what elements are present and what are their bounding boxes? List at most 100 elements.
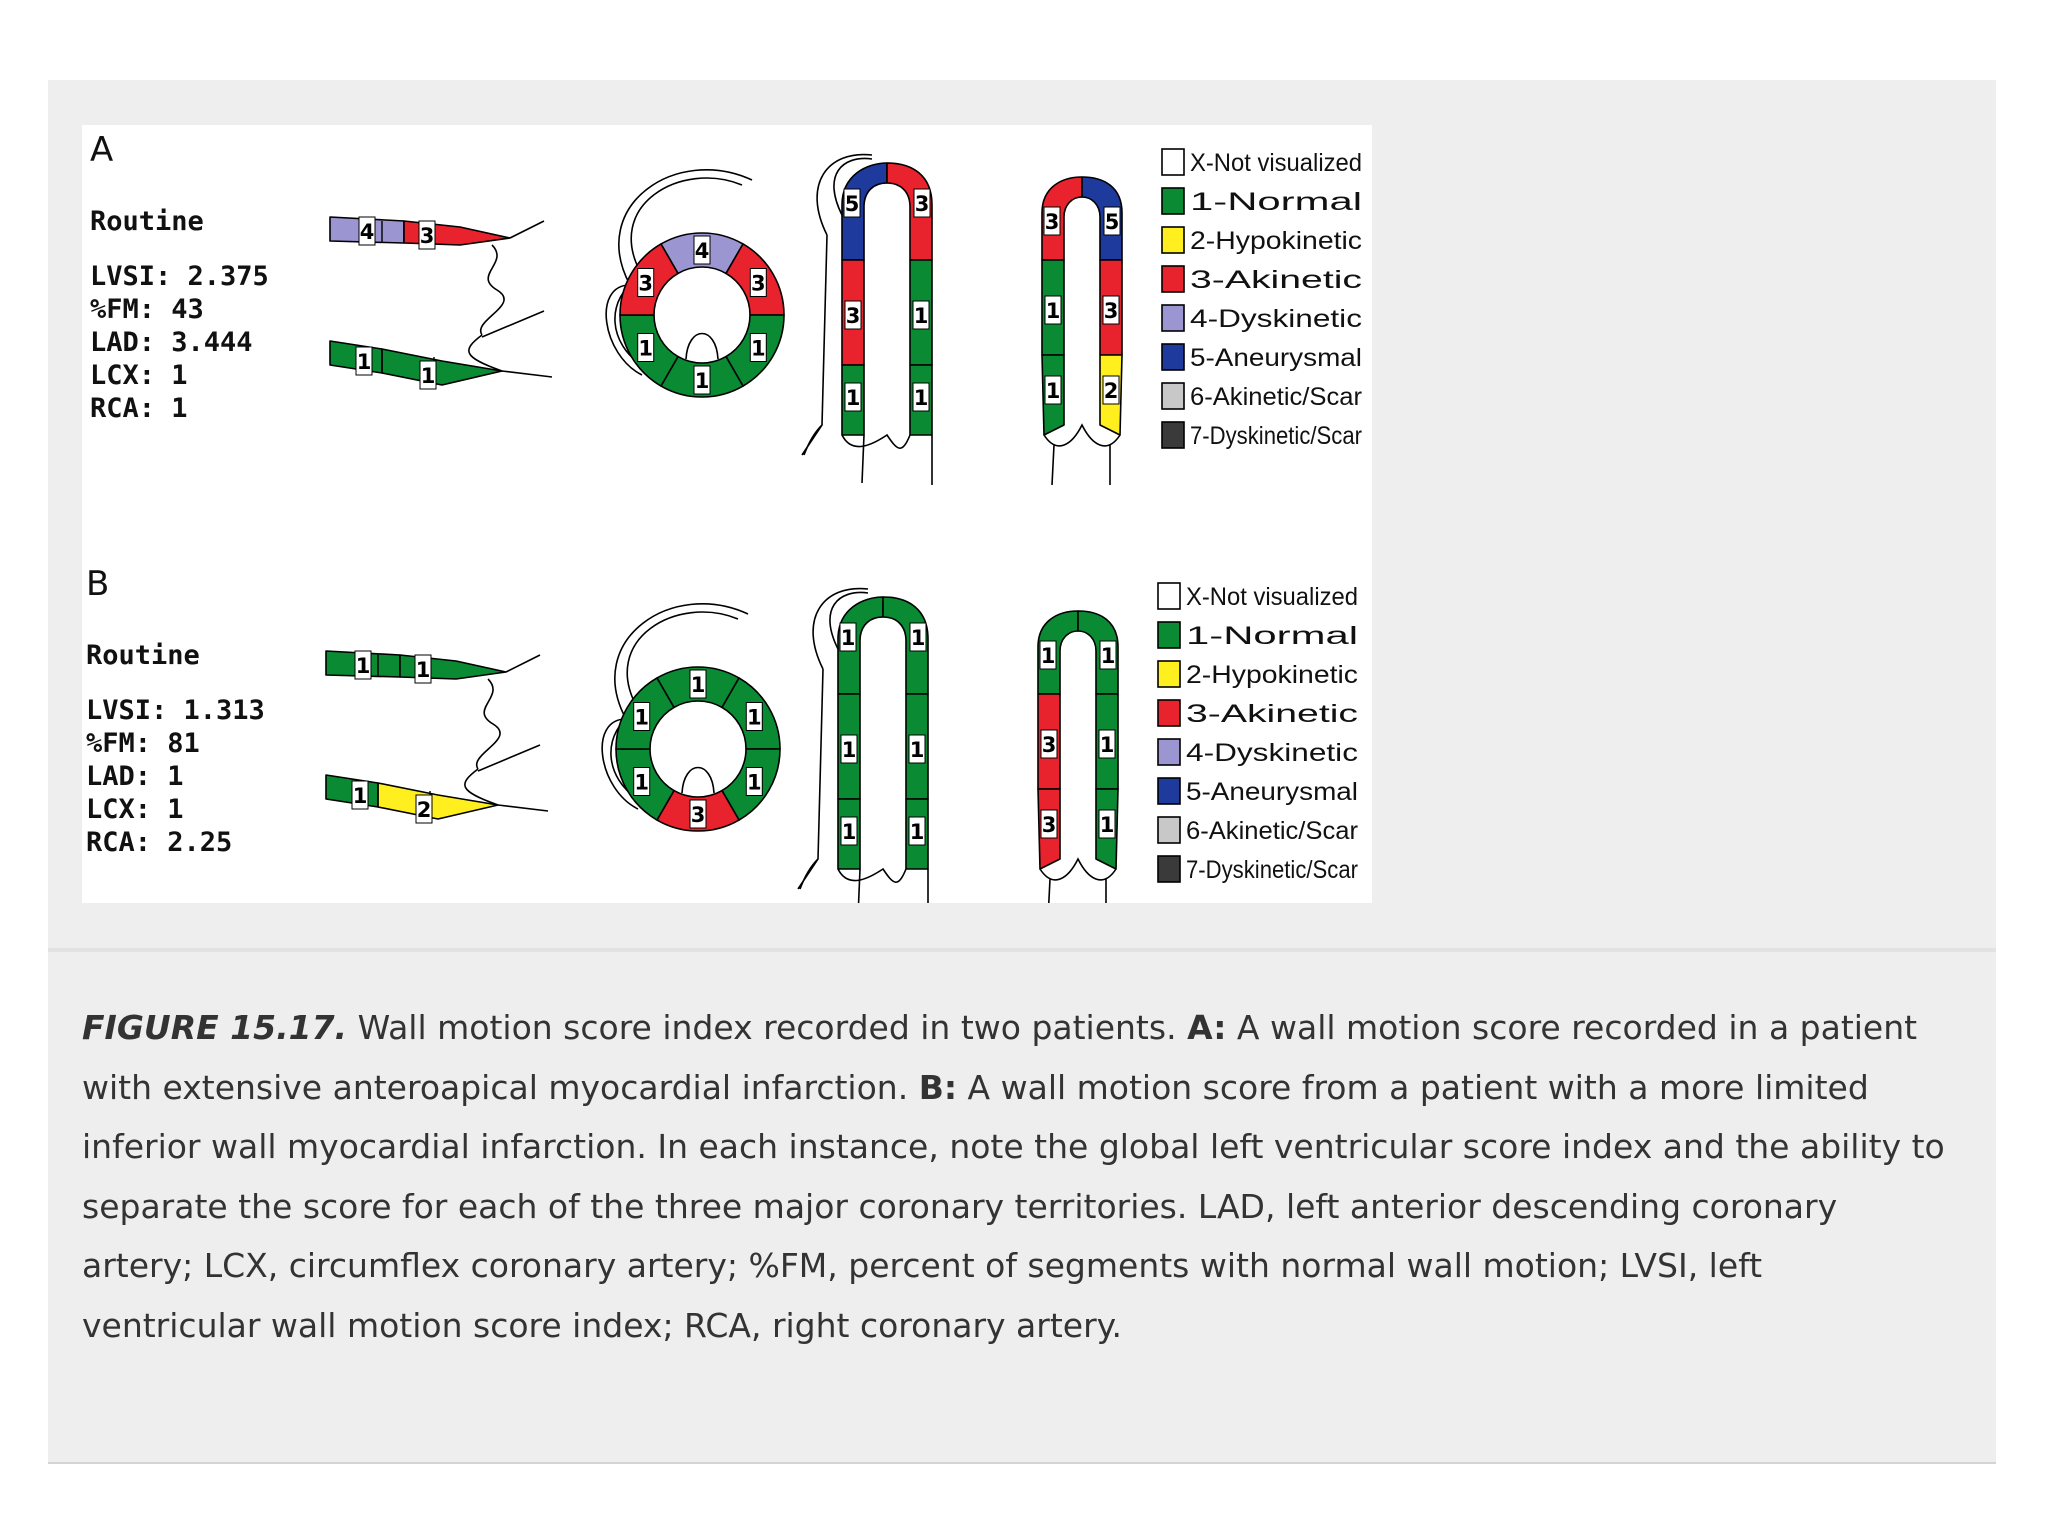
four-chamber-score-box bbox=[844, 382, 862, 412]
long-axis-segment bbox=[377, 782, 499, 820]
two-chamber-score: 3 bbox=[1042, 813, 1057, 837]
two-chamber-score-box bbox=[1044, 295, 1062, 325]
four-chamber-outline bbox=[801, 153, 933, 485]
four-chamber-score: 5 bbox=[845, 192, 860, 216]
legend-label: X-Not visualized bbox=[1190, 149, 1362, 177]
score-stat: RCA: 2.25 bbox=[86, 827, 232, 858]
four-chamber-score: 1 bbox=[911, 626, 926, 650]
short-axis-score-box bbox=[745, 767, 763, 796]
legend-label: 3-Akinetic bbox=[1186, 700, 1358, 728]
legend-label: 5-Aneurysmal bbox=[1190, 344, 1362, 372]
panel-letter: A bbox=[90, 130, 113, 170]
long-axis-score-box bbox=[419, 360, 437, 390]
figure-label: FIGURE 15.17. bbox=[82, 1008, 348, 1047]
legend-swatch bbox=[1161, 265, 1185, 293]
long-axis-score: 1 bbox=[421, 364, 436, 388]
legend-label: 3-Akinetic bbox=[1190, 266, 1362, 294]
caption-divider bbox=[48, 948, 1996, 952]
short-axis-rv-outline bbox=[605, 169, 753, 376]
four-chamber-score-box bbox=[912, 382, 930, 412]
legend-swatch bbox=[1161, 304, 1185, 332]
caption-tag-b: B: bbox=[918, 1067, 958, 1107]
short-axis-score-box bbox=[689, 669, 707, 699]
legend-swatch bbox=[1161, 187, 1185, 215]
four-chamber-score-box bbox=[844, 300, 862, 330]
short-axis-score-box bbox=[749, 333, 767, 362]
long-axis-score-box bbox=[351, 780, 369, 810]
score-stat: LAD: 3.444 bbox=[90, 327, 253, 358]
score-stat: LCX: 1 bbox=[90, 360, 188, 391]
caption-line-1: FIGURE 15.17. Wall motion score index re… bbox=[82, 1008, 1918, 1047]
long-axis-outline bbox=[468, 220, 553, 378]
short-axis-score: 1 bbox=[634, 706, 649, 730]
short-axis-score: 1 bbox=[747, 771, 762, 795]
short-axis-score-box bbox=[749, 268, 767, 297]
two-chamber-score: 3 bbox=[1045, 210, 1060, 234]
short-axis-score-box bbox=[637, 333, 655, 362]
two-chamber-score-box bbox=[1102, 375, 1120, 405]
four-chamber-score: 1 bbox=[914, 386, 929, 410]
four-chamber-score-box bbox=[908, 734, 926, 764]
two-chamber-score-box bbox=[1043, 206, 1061, 236]
legend-label: X-Not visualized bbox=[1186, 583, 1358, 611]
long-axis-score-box bbox=[358, 216, 376, 246]
short-axis-score: 1 bbox=[634, 771, 649, 795]
four-chamber-score-box bbox=[840, 816, 858, 846]
legend-swatch bbox=[1161, 148, 1185, 176]
two-chamber-score-box bbox=[1044, 375, 1062, 405]
score-stat: LCX: 1 bbox=[86, 794, 184, 825]
four-chamber-score: 3 bbox=[915, 192, 930, 216]
long-axis-score: 1 bbox=[357, 350, 372, 374]
two-chamber-outline bbox=[1039, 857, 1117, 903]
two-chamber-score: 1 bbox=[1046, 299, 1061, 323]
short-axis-score-box bbox=[637, 268, 655, 297]
four-chamber-score: 1 bbox=[841, 626, 856, 650]
legend-label: 6-Akinetic/Scar bbox=[1186, 817, 1358, 845]
four-chamber-score: 1 bbox=[846, 386, 861, 410]
two-chamber-score-box bbox=[1102, 295, 1120, 325]
two-chamber-score: 1 bbox=[1041, 644, 1056, 668]
long-axis-score: 1 bbox=[353, 784, 368, 808]
score-stat: %FM: 81 bbox=[86, 728, 200, 759]
long-axis-outline bbox=[464, 654, 549, 812]
two-chamber-outline bbox=[1043, 423, 1121, 486]
short-axis-score: 1 bbox=[638, 337, 653, 361]
legend-swatch bbox=[1157, 660, 1181, 688]
legend-swatch bbox=[1157, 777, 1181, 805]
short-axis-score-box bbox=[693, 235, 711, 265]
legend-label: 4-Dyskinetic bbox=[1190, 305, 1362, 333]
four-chamber-score: 1 bbox=[842, 820, 857, 844]
legend-label: 5-Aneurysmal bbox=[1186, 778, 1358, 806]
four-chamber-score: 1 bbox=[910, 738, 925, 762]
legend-swatch bbox=[1157, 816, 1181, 844]
short-axis-rv-outline bbox=[601, 603, 749, 810]
two-chamber-score: 5 bbox=[1105, 210, 1120, 234]
routine-label: Routine bbox=[90, 206, 204, 237]
long-axis-score: 2 bbox=[417, 798, 432, 822]
caption-line-4: separate the score for each of the three… bbox=[82, 1186, 1838, 1226]
four-chamber-score: 1 bbox=[910, 820, 925, 844]
two-chamber-score-box bbox=[1040, 809, 1058, 839]
legend-swatch bbox=[1157, 621, 1181, 649]
papillary-muscle bbox=[685, 332, 719, 360]
legend-label: 6-Akinetic/Scar bbox=[1190, 383, 1362, 411]
four-chamber-score: 3 bbox=[846, 304, 861, 328]
score-stat: %FM: 43 bbox=[90, 294, 204, 325]
two-chamber-score-box bbox=[1098, 729, 1116, 759]
four-chamber-score-box bbox=[839, 622, 857, 652]
short-axis-score-box bbox=[689, 799, 707, 829]
long-axis-score-box bbox=[414, 654, 432, 684]
legend-swatch bbox=[1161, 382, 1185, 410]
short-axis-score-box bbox=[745, 702, 763, 731]
caption-line-5: artery; LCX, circumflex coronary artery;… bbox=[82, 1246, 1763, 1285]
short-axis-score: 1 bbox=[691, 673, 706, 697]
caption-tag-a: A: bbox=[1187, 1008, 1227, 1047]
figure-caption: FIGURE 15.17. Wall motion score index re… bbox=[82, 998, 1982, 1355]
